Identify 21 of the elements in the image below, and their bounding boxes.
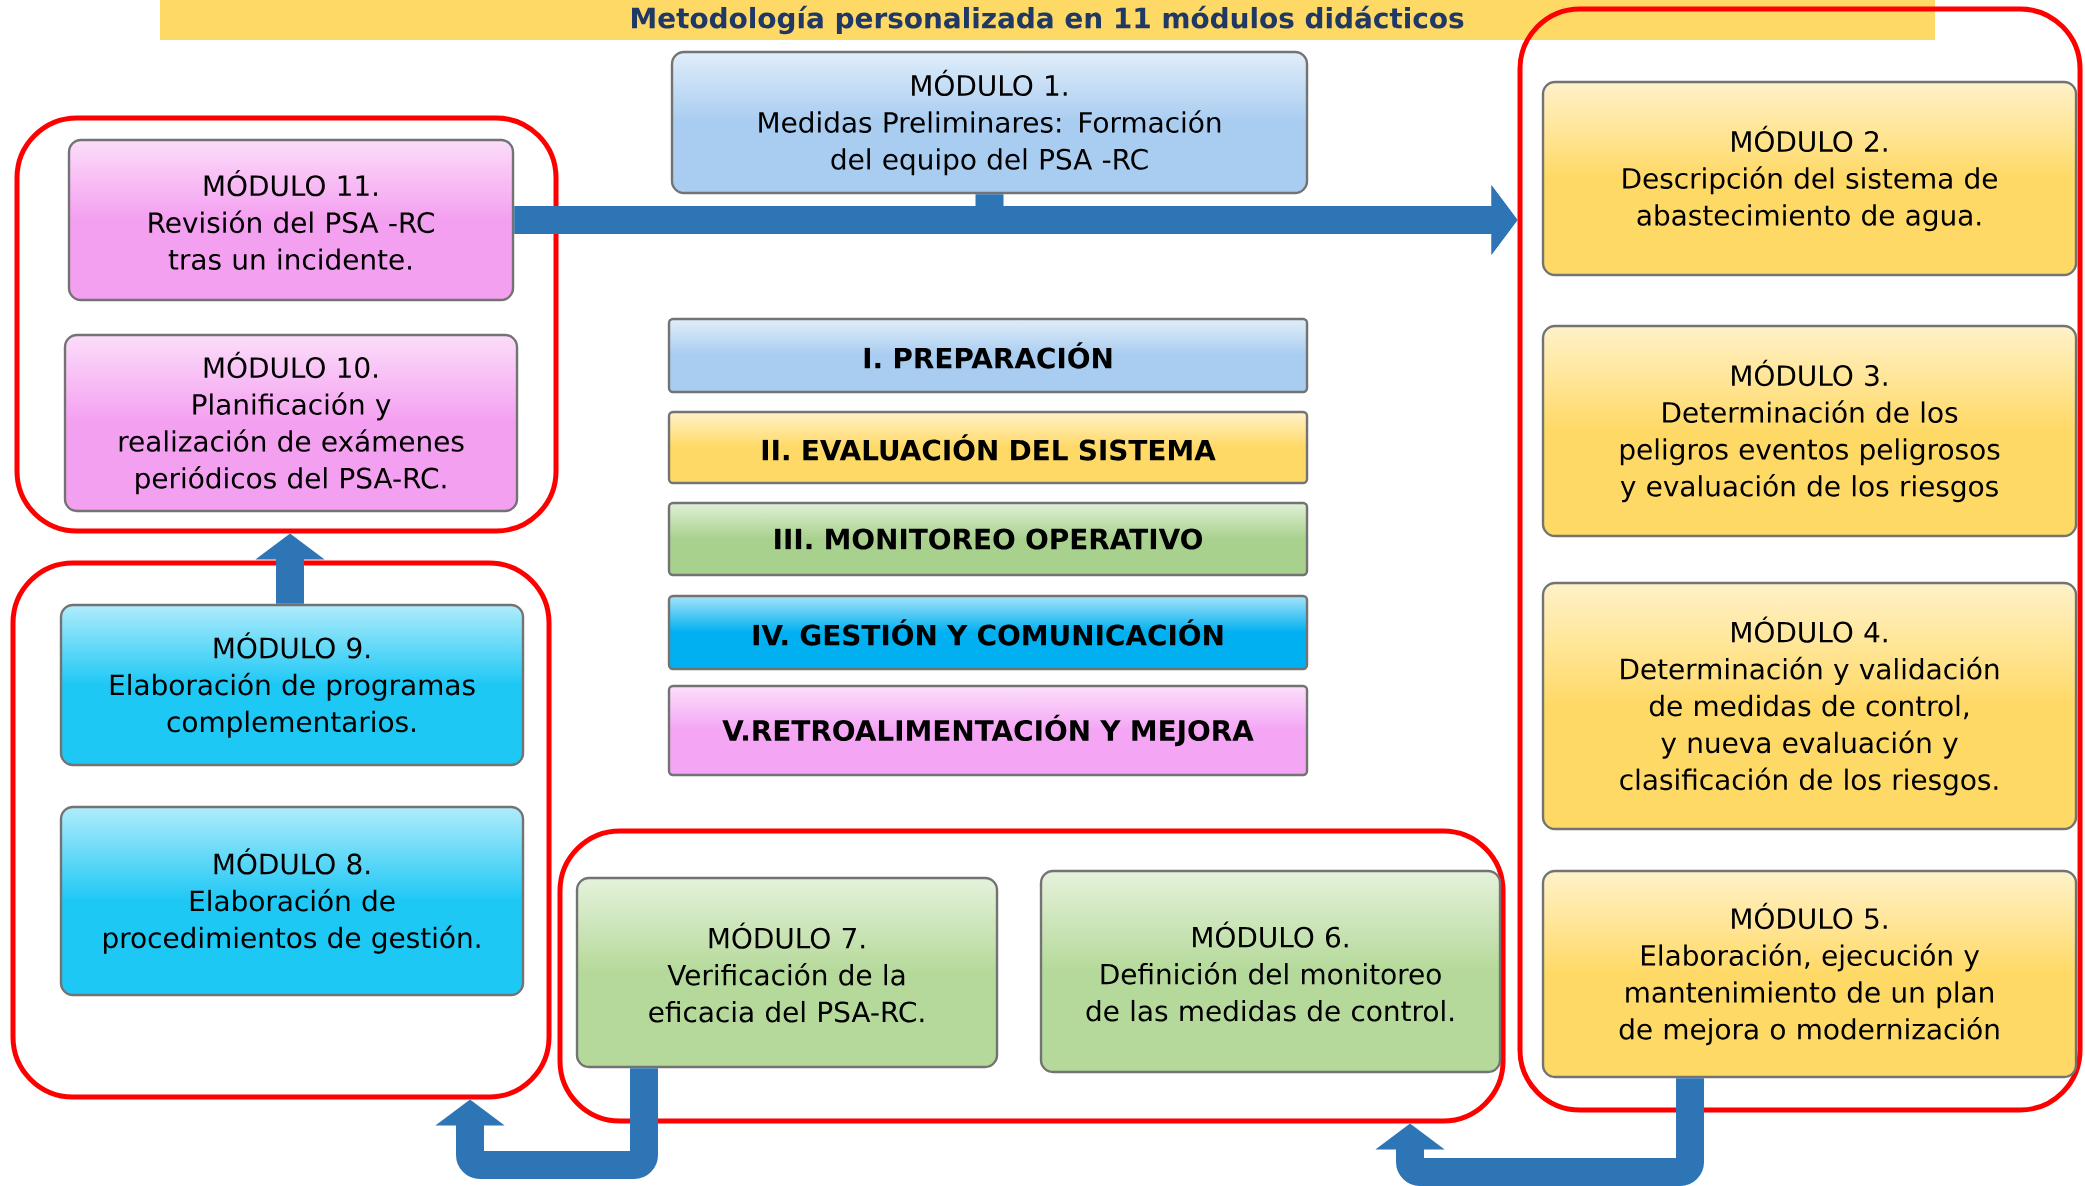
phase-bar: IV. GESTIÓN Y COMUNICACIÓN <box>667 594 1309 671</box>
module-box: MÓDULO 5. Elaboración, ejecución y mantenimiento de un plan de mejora o modernización <box>1541 869 2078 1079</box>
group-frame <box>557 828 1506 1124</box>
module-box: MÓDULO 2. Descripción del sistema de abastecimiento de agua. <box>1541 80 2078 277</box>
module-box: MÓDULO 3. Determinación de los peligros eventos peligrosos y evaluación de los riesgos <box>1541 324 2078 538</box>
module-box: MÓDULO 10. Planificación y realización de exámenes periódicos del PSA-RC. <box>63 333 519 513</box>
phase-bar: I. PREPARACIÓN <box>667 317 1309 394</box>
phase-bar: V.RETROALIMENTACIÓN Y MEJORA <box>667 684 1309 777</box>
module-box: MÓDULO 4. Determinación y validación de medidas de control, y nueva evaluación y clasificación de los riesgos. <box>1541 581 2078 831</box>
phase-bar: II. EVALUACIÓN DEL SISTEMA <box>667 410 1309 485</box>
module-box: MÓDULO 9. Elaboración de programas complementarios. <box>59 603 525 767</box>
module-box: MÓDULO 7. Verificación de la eficacia del PSA-RC. <box>575 876 999 1069</box>
module-box: MÓDULO 11. Revisión del PSA -RC tras un incidente. <box>67 138 515 302</box>
module-box: MÓDULO 6. Definición del monitoreo de las medidas de control. <box>1039 869 1502 1074</box>
group-frame <box>14 115 559 534</box>
group-frame <box>10 560 552 1100</box>
module-box: MÓDULO 8. Elaboración de procedimientos de gestión. <box>59 805 525 997</box>
title-banner: Metodología personalizada en 11 módulos didácticos <box>160 0 1935 40</box>
group-frame <box>1517 6 2083 1113</box>
module-box: MÓDULO 1. Medidas Preliminares: Formación del equipo del PSA -RC <box>670 50 1309 195</box>
phase-bar: III. MONITOREO OPERATIVO <box>667 501 1309 577</box>
